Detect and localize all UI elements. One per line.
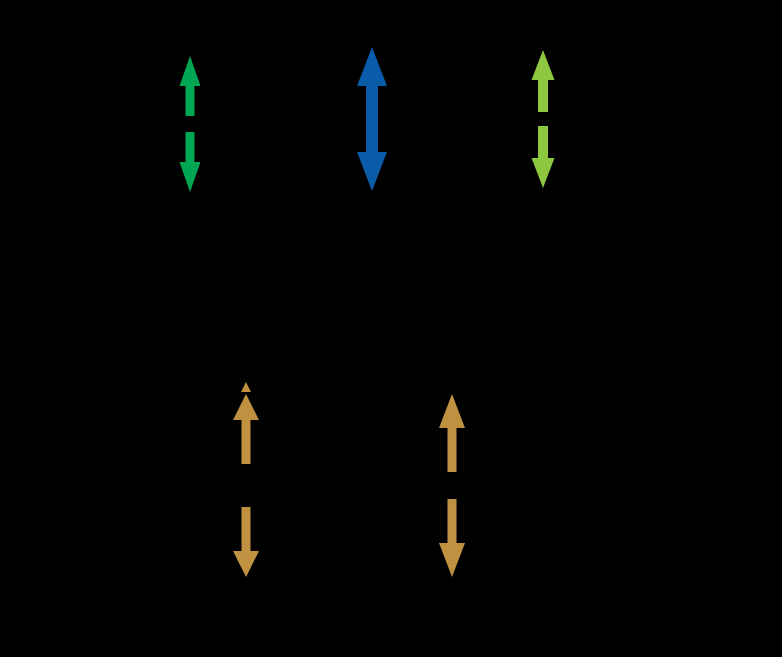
light-green-dashed-double-arrow[interactable] [531, 50, 555, 188]
arrow-tan-left-shaft-dash [241, 507, 251, 551]
arrow-light-green-shaft-dash [538, 80, 548, 112]
arrow-tan-left-head-top-tip [241, 382, 251, 392]
tan-dashed-double-arrow[interactable] [439, 394, 465, 577]
arrow-light-green-shaft-dash [538, 126, 548, 158]
arrow-green-shaft-dash [185, 132, 195, 162]
tan-dashed-double-arrow-with-stacked-head[interactable] [233, 382, 259, 577]
arrow-blue-head-top [357, 47, 387, 86]
arrow-green-head-bottom [179, 162, 201, 192]
arrow-blue-shaft [366, 86, 378, 152]
arrow-tan-right-shaft-dash [447, 428, 457, 472]
arrow-blue-head-bottom [357, 152, 387, 191]
arrow-light-green-head-bottom [531, 158, 555, 188]
arrow-light-green-head-top [531, 50, 555, 80]
arrow-green-shaft-dash [185, 86, 195, 116]
arrow-tan-left-head-top [233, 394, 259, 420]
green-dashed-double-arrow[interactable] [179, 56, 201, 192]
arrow-green-head-top [179, 56, 201, 86]
blue-solid-double-arrow[interactable] [357, 47, 387, 191]
arrow-tan-right-head-bottom [439, 543, 465, 577]
arrow-tan-left-shaft-dash [241, 420, 251, 464]
arrow-tan-right-head-top [439, 394, 465, 428]
arrow-tan-left-head-bottom [233, 551, 259, 577]
arrow-tan-right-shaft-dash [447, 499, 457, 543]
